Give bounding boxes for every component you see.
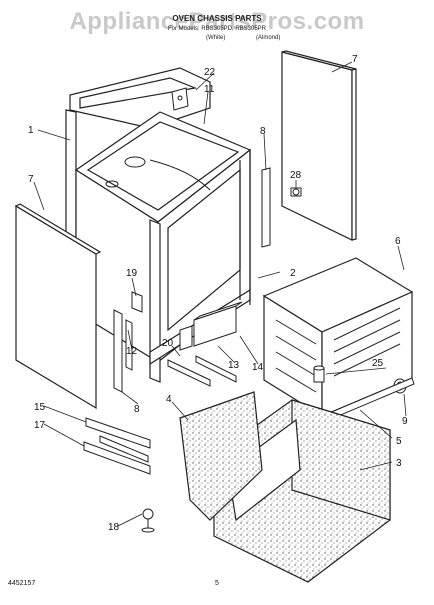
oven-cavity xyxy=(262,257,414,418)
footer-page-number: 5 xyxy=(215,580,219,587)
cavity-rack-supports xyxy=(275,307,401,393)
page-title: OVEN CHASSIS PARTS xyxy=(172,14,262,23)
callout-28: 28 xyxy=(290,170,302,181)
callout-20: 20 xyxy=(162,338,174,349)
callout-12: 12 xyxy=(126,346,138,357)
footer-part-code: 4452157 xyxy=(8,580,36,587)
shield-brackets xyxy=(167,355,237,387)
callout-labels: 1 2 3 4 5 6 7 7 8 8 9 11 12 13 14 15 17 … xyxy=(28,54,408,533)
watermark: AppliancePartsPros.com xyxy=(69,8,365,35)
callout-15: 15 xyxy=(34,402,46,413)
callout-11: 11 xyxy=(204,84,215,95)
callout-17: 17 xyxy=(34,420,46,431)
callout-14: 14 xyxy=(252,362,264,373)
callout-5: 5 xyxy=(396,436,402,447)
callout-2: 2 xyxy=(290,268,296,279)
callout-25: 25 xyxy=(372,358,384,369)
callout-7-right: 7 xyxy=(352,54,358,65)
variant-white: (White) xyxy=(206,35,226,41)
terminal-block xyxy=(179,301,243,351)
callout-9: 9 xyxy=(402,416,408,427)
callout-8-upper: 8 xyxy=(260,126,266,137)
callout-22: 22 xyxy=(204,67,216,78)
callout-8-lower: 8 xyxy=(134,404,140,415)
callout-3: 3 xyxy=(396,458,402,469)
side-bracket-upper xyxy=(261,167,271,248)
leveling-screw xyxy=(141,508,155,533)
insulation-wrap xyxy=(179,391,263,521)
callout-18: 18 xyxy=(108,522,120,533)
callout-4: 4 xyxy=(166,394,172,405)
variant-almond: (Almond) xyxy=(256,35,281,41)
leveling-leg xyxy=(290,187,302,197)
callout-6: 6 xyxy=(395,236,401,247)
hinge-bracket xyxy=(171,87,189,111)
callout-1: 1 xyxy=(28,125,34,136)
oven-light xyxy=(313,365,325,383)
chassis-top-details xyxy=(105,156,211,191)
callout-7-left: 7 xyxy=(28,174,34,185)
callout-13: 13 xyxy=(228,360,240,371)
leader-lines xyxy=(33,61,407,527)
side-panel-right xyxy=(281,50,357,241)
bottom-rails xyxy=(83,417,151,475)
side-panel-left xyxy=(14,203,102,410)
model-subtitle: For Models: RBS305PD, RBS305PR xyxy=(167,26,267,32)
callout-19: 19 xyxy=(126,268,138,279)
